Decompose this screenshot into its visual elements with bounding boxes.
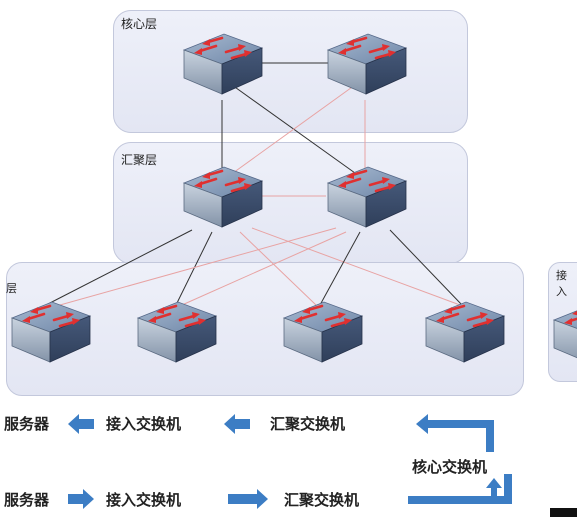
flow1-access-label: 接入交换机 xyxy=(106,415,182,433)
aggregation-layer xyxy=(113,142,468,264)
u-turn-arrow-icon xyxy=(416,414,494,452)
flow2-aggregation-label: 汇聚交换机 xyxy=(284,491,360,509)
switch-agg-2 xyxy=(322,163,410,231)
flow1-server-label: 服务器 xyxy=(4,415,50,433)
switch-core-1 xyxy=(178,30,266,98)
up-turn-arrow-icon xyxy=(408,474,512,504)
flow2-access-label: 接入交换机 xyxy=(106,491,182,509)
switch-icon xyxy=(182,166,264,228)
flow2-server-label: 服务器 xyxy=(4,491,50,509)
switch-icon xyxy=(424,301,506,363)
arrow-right-icon xyxy=(228,489,268,509)
arrow-left-icon xyxy=(68,414,94,434)
switch-icon xyxy=(282,301,364,363)
core-layer-label: 核心层 xyxy=(121,17,158,31)
switch-icon xyxy=(10,301,92,363)
switch-access-1 xyxy=(6,298,94,366)
flow1-aggregation-label: 汇聚交换机 xyxy=(270,415,346,433)
decorative-bar xyxy=(550,508,577,517)
switch-access-2 xyxy=(132,298,220,366)
switch-core-2 xyxy=(322,30,410,98)
access-layer-right-label: 接入 xyxy=(556,269,567,298)
switch-icon xyxy=(182,33,264,95)
switch-icon xyxy=(136,301,218,363)
switch-agg-1 xyxy=(178,163,266,231)
aggregation-layer-label: 汇聚层 xyxy=(121,153,158,167)
core-layer xyxy=(113,10,468,133)
switch-access-3 xyxy=(278,298,366,366)
switch-icon xyxy=(326,166,408,228)
switch-access-4 xyxy=(420,298,508,366)
arrow-right-icon xyxy=(68,489,94,509)
arrow-left-icon xyxy=(224,414,250,434)
access-layer-label: 层 xyxy=(6,282,17,295)
core-switch-label: 核心交换机 xyxy=(412,458,488,476)
switch-access-right xyxy=(548,300,577,368)
switch-icon xyxy=(326,33,408,95)
switch-icon xyxy=(552,310,577,359)
